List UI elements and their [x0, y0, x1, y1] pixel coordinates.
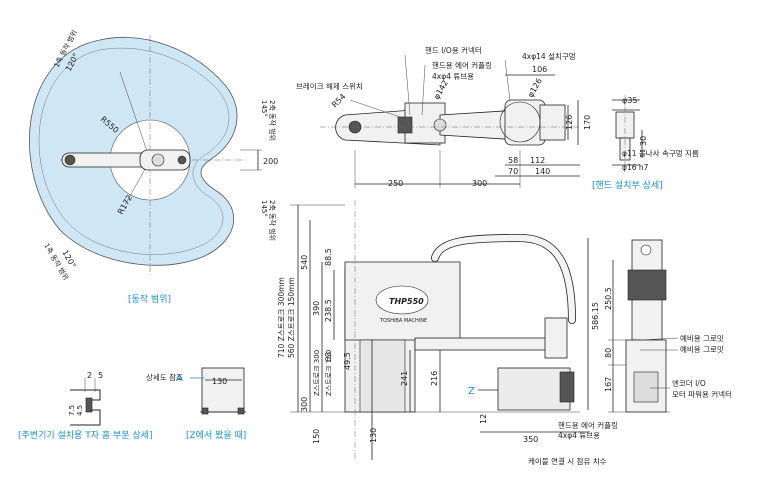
dim-350: 350: [523, 435, 538, 444]
dim-58: 58: [508, 156, 518, 165]
hand-air-coupling-label: 핸드용 에어 커플링: [432, 60, 492, 70]
dim-88-5: 88.5: [324, 248, 333, 266]
zview-dim-130: 130: [212, 377, 227, 386]
tslot-dim-4-5: 4.5: [76, 405, 84, 416]
dim-300-side: 300: [300, 397, 309, 412]
dim-586-15: 586.15: [591, 302, 600, 330]
mount-hole-label: 4xφ14 설치구멍: [522, 51, 576, 61]
dim-390: 390: [312, 301, 321, 316]
dim-167: 167: [604, 377, 613, 392]
caption-hand-detail: [핸드 설치부 상세]: [592, 179, 663, 191]
dim-phi142: φ142: [432, 79, 450, 101]
angle-right-top: 145°: [260, 100, 268, 117]
dim-216: 216: [430, 371, 439, 386]
caption-z-view: [Z에서 봤을 때]: [186, 430, 246, 441]
tslot-dim-2: 2: [87, 371, 92, 380]
tslot-dim-7-5: 7.5: [68, 405, 76, 416]
angle-right-bottom: 145°: [260, 200, 268, 217]
top-view-diagram: [320, 54, 580, 188]
dim-126: 126: [565, 115, 574, 130]
spare-grommet-2: 예비용 그로밋: [680, 344, 724, 354]
brake-release-label: 브레이크 해제 스위치: [296, 81, 363, 91]
dim-250-5: 250.5: [604, 287, 613, 310]
dim-300-top: 300: [472, 179, 487, 188]
rear-view-diagram: [608, 239, 679, 413]
dim-r54: R54: [330, 92, 348, 110]
axis2-range-top: 2축 동작 범위: [268, 100, 277, 141]
tslot-diagram: [70, 378, 101, 426]
dim-130-side: 130: [369, 428, 378, 443]
dim-241: 241: [400, 371, 409, 386]
dim-238-5: 238.5: [324, 299, 333, 322]
arm-link-2: [139, 149, 191, 171]
tube-label-side: 4xφ4 튜브용: [558, 431, 600, 440]
motion-range-diagram: 200: [29, 35, 278, 275]
spare-grommet-1: 예비용 그로밋: [680, 333, 724, 343]
axis2-range-bottom: 2축 동작 범위: [268, 200, 277, 241]
tube-label-top: 4xφ4 튜브용: [432, 72, 474, 81]
dim-106: 106: [532, 65, 547, 74]
dim-80: 80: [604, 348, 613, 358]
dim-150-side: 150: [312, 429, 321, 444]
dim-phi11: φ11 볼나사 속구멍 지름: [622, 148, 699, 158]
caption-motion-range: [동작 범위]: [128, 294, 171, 305]
z-stroke-150-label: 560 Z스트로크 150mm: [287, 277, 296, 358]
dim-200: 200: [263, 157, 278, 166]
dim-70: 70: [508, 167, 518, 176]
dim-30: 30: [639, 136, 648, 146]
dim-170: 170: [583, 115, 592, 130]
dim-phi126: φ126: [526, 77, 544, 99]
z-view-diagram: [190, 367, 246, 415]
caption-tslot: [주변기기 설치용 T자 홈 부분 상세]: [18, 429, 152, 441]
dim-140: 140: [535, 167, 550, 176]
dim-12: 12: [479, 414, 488, 424]
dim-phi16: φ16 h7: [622, 163, 649, 172]
dim-112: 112: [530, 156, 545, 165]
z-label: Z: [468, 386, 475, 397]
encoder-io-label: 엔코더 I/O: [672, 378, 706, 388]
tslot-dim-5: 5: [98, 371, 103, 380]
cable-note: 케이블 연결 시 점유 치수: [528, 456, 607, 466]
side-view-diagram: [290, 200, 590, 460]
dim-540: 540: [300, 255, 309, 270]
z300-label: Z스트로크 300: [313, 350, 321, 396]
a-label: A: [176, 373, 183, 384]
robot-brand-sub: TOSHIBA MACHINE: [379, 318, 427, 324]
motor-power-label: 모터 파워용 커넥터: [672, 389, 732, 399]
z-stroke-300-label: 710 Z스트로크 300mm: [277, 277, 286, 358]
dim-phi35: φ35: [622, 96, 637, 105]
detail-ref-label: 상세도 참조: [146, 372, 183, 382]
robot-brand: THP550: [389, 297, 424, 306]
hand-air-coupling-side: 핸드용 에어 커플링: [558, 420, 618, 430]
hand-detail-diagram: [612, 95, 643, 172]
dim-250-top: 250: [388, 179, 403, 188]
dim-49-5: 49.5: [343, 352, 352, 370]
arm-link: [414, 337, 566, 351]
z150-label: Z스트로크 150: [325, 350, 333, 396]
hand-io-connector-label: 핸드 I/O용 커넥터: [425, 45, 482, 55]
dim-63: 63: [324, 352, 333, 362]
